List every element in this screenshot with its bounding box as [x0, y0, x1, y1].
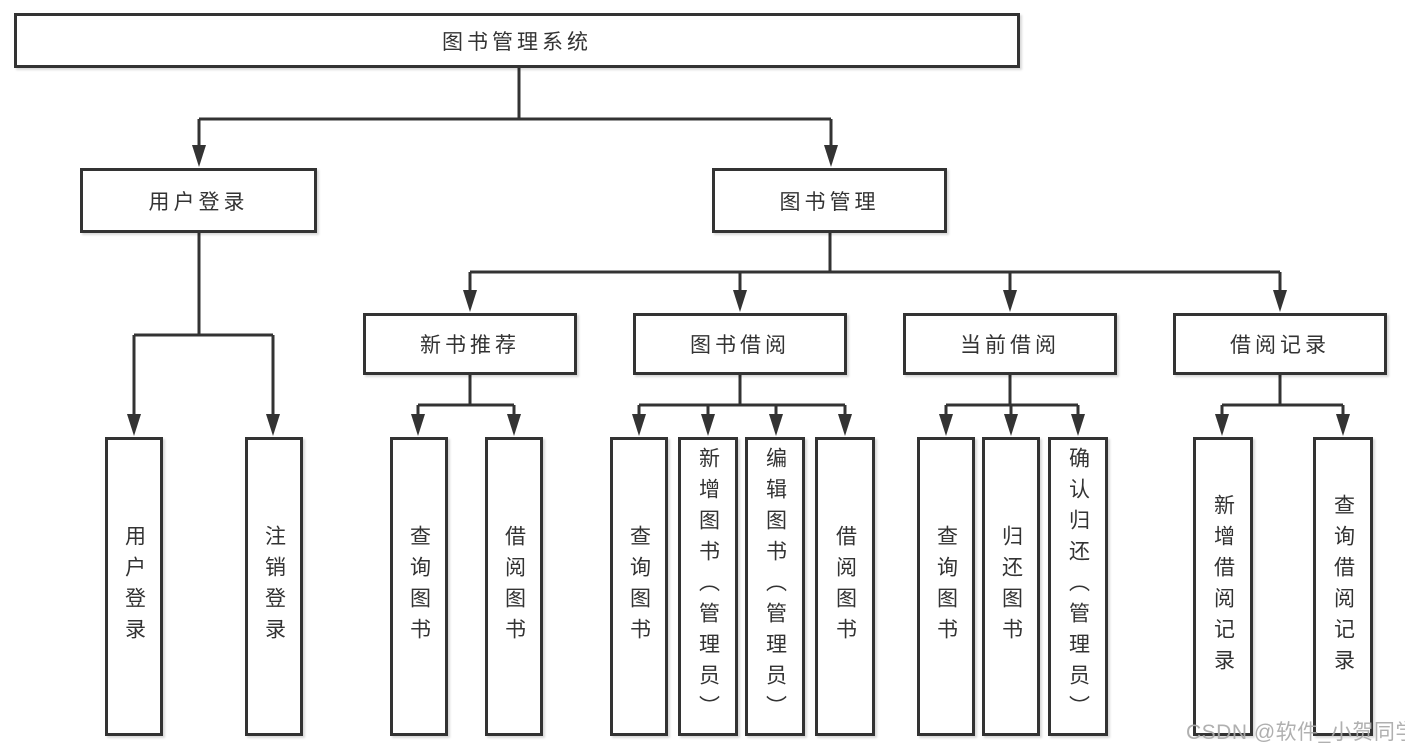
leaf-label: 编辑图书（管理员）: [763, 447, 787, 726]
leaf-add-books-admin: 新增图书（管理员）: [678, 437, 738, 736]
node-user-login-module: 用户登录: [80, 168, 317, 233]
leaf-query-borrow-record: 查询借阅记录: [1313, 437, 1373, 736]
leaf-label: 查询图书: [934, 524, 958, 649]
connector-root-to-level2: [197, 67, 833, 149]
leaf-confirm-return-admin: 确认归还（管理员）: [1048, 437, 1108, 736]
node-current-borrow: 当前借阅: [903, 313, 1117, 375]
leaf-label: 查询借阅记录: [1331, 493, 1355, 680]
leaf-label: 借阅图书: [502, 524, 526, 649]
leaf-query-books-borrow: 查询图书: [610, 437, 668, 736]
leaf-return-books: 归还图书: [982, 437, 1040, 736]
leaf-label: 查询图书: [627, 524, 651, 649]
leaf-label: 借阅图书: [833, 524, 857, 649]
leaf-label: 归还图书: [999, 524, 1023, 649]
node-root-system: 图书管理系统: [14, 13, 1020, 68]
csdn-watermark: CSDN @软件_小贺同学: [1186, 721, 1405, 744]
connector-current-to-leaves: [944, 373, 1080, 418]
leaf-label: 用户登录: [122, 524, 146, 649]
leaf-borrow-books: 借阅图书: [815, 437, 875, 736]
node-book-borrow: 图书借阅: [633, 313, 847, 375]
connector-borrow-to-leaves: [637, 373, 847, 418]
connector-newbooks-to-leaves: [416, 373, 516, 418]
node-book-management-module: 图书管理: [712, 168, 947, 233]
connector-bookmgmt-to-level3: [468, 232, 1282, 294]
leaf-add-borrow-record: 新增借阅记录: [1193, 437, 1253, 736]
leaf-logout: 注销登录: [245, 437, 303, 736]
node-borrow-records: 借阅记录: [1173, 313, 1387, 375]
leaf-borrow-books-recommend: 借阅图书: [485, 437, 543, 736]
leaf-user-login: 用户登录: [105, 437, 163, 736]
connector-userlogin-to-leaves: [132, 232, 275, 418]
node-new-book-recommend: 新书推荐: [363, 313, 577, 375]
leaf-label: 注销登录: [262, 524, 286, 649]
leaf-edit-books-admin: 编辑图书（管理员）: [745, 437, 805, 736]
connector-records-to-leaves: [1220, 373, 1345, 418]
leaf-label: 查询图书: [407, 524, 431, 649]
leaf-query-books-recommend: 查询图书: [390, 437, 448, 736]
leaf-query-books-current: 查询图书: [917, 437, 975, 736]
leaf-label: 新增借阅记录: [1211, 493, 1235, 680]
leaf-label: 新增图书（管理员）: [696, 447, 720, 726]
arrowheads: [127, 145, 1350, 436]
leaf-label: 确认归还（管理员）: [1066, 447, 1090, 726]
